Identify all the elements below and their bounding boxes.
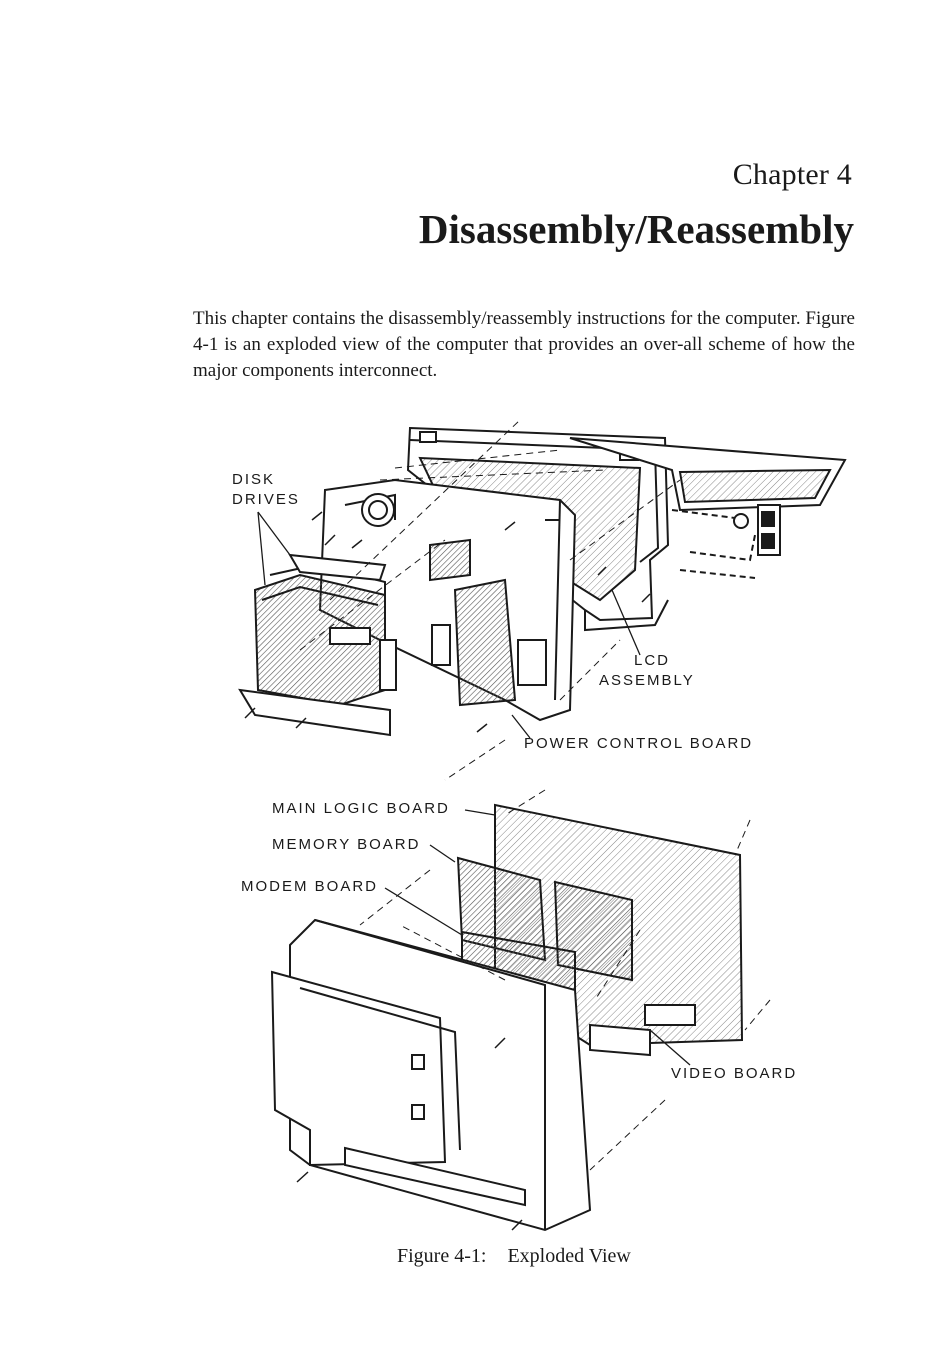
figure-caption-number: Figure 4-1: [397, 1245, 487, 1267]
screws-upper [244, 511, 651, 733]
callout-disk-drives-line2: DRIVES [232, 491, 300, 508]
front-housing [270, 918, 592, 1232]
callout-disk-drives-line1: DISK [232, 471, 276, 488]
chapter-label: Chapter 4 [732, 158, 852, 191]
screws-lower [296, 1037, 523, 1231]
leader-lines-lower [384, 809, 691, 1066]
callout-lcd-line1: LCD [634, 652, 671, 669]
chapter-title: Disassembly/Reassembly [418, 206, 854, 252]
callout-memory-board: MEMORY BOARD [272, 836, 421, 853]
figure-caption-title: Exploded View [507, 1245, 631, 1267]
leader-lines-upper [257, 511, 641, 739]
alignment-lines-upper [299, 419, 681, 781]
callout-video-board: VIDEO BOARD [671, 1065, 798, 1082]
callout-modem-board: MODEM BOARD [241, 878, 379, 895]
callout-lcd-line2: ASSEMBLY [599, 672, 695, 689]
figure-caption: Figure 4-1: Exploded View [397, 1245, 631, 1268]
power-control-board [429, 538, 547, 707]
intro-paragraph: This chapter contains the disassembly/re… [193, 308, 855, 381]
callout-power-control-board: POWER CONTROL BOARD [524, 735, 754, 752]
alignment-lines-lower [359, 789, 771, 1171]
callout-main-logic-board: MAIN LOGIC BOARD [272, 800, 450, 817]
disk-drives [238, 553, 397, 737]
keyboard [569, 437, 847, 579]
